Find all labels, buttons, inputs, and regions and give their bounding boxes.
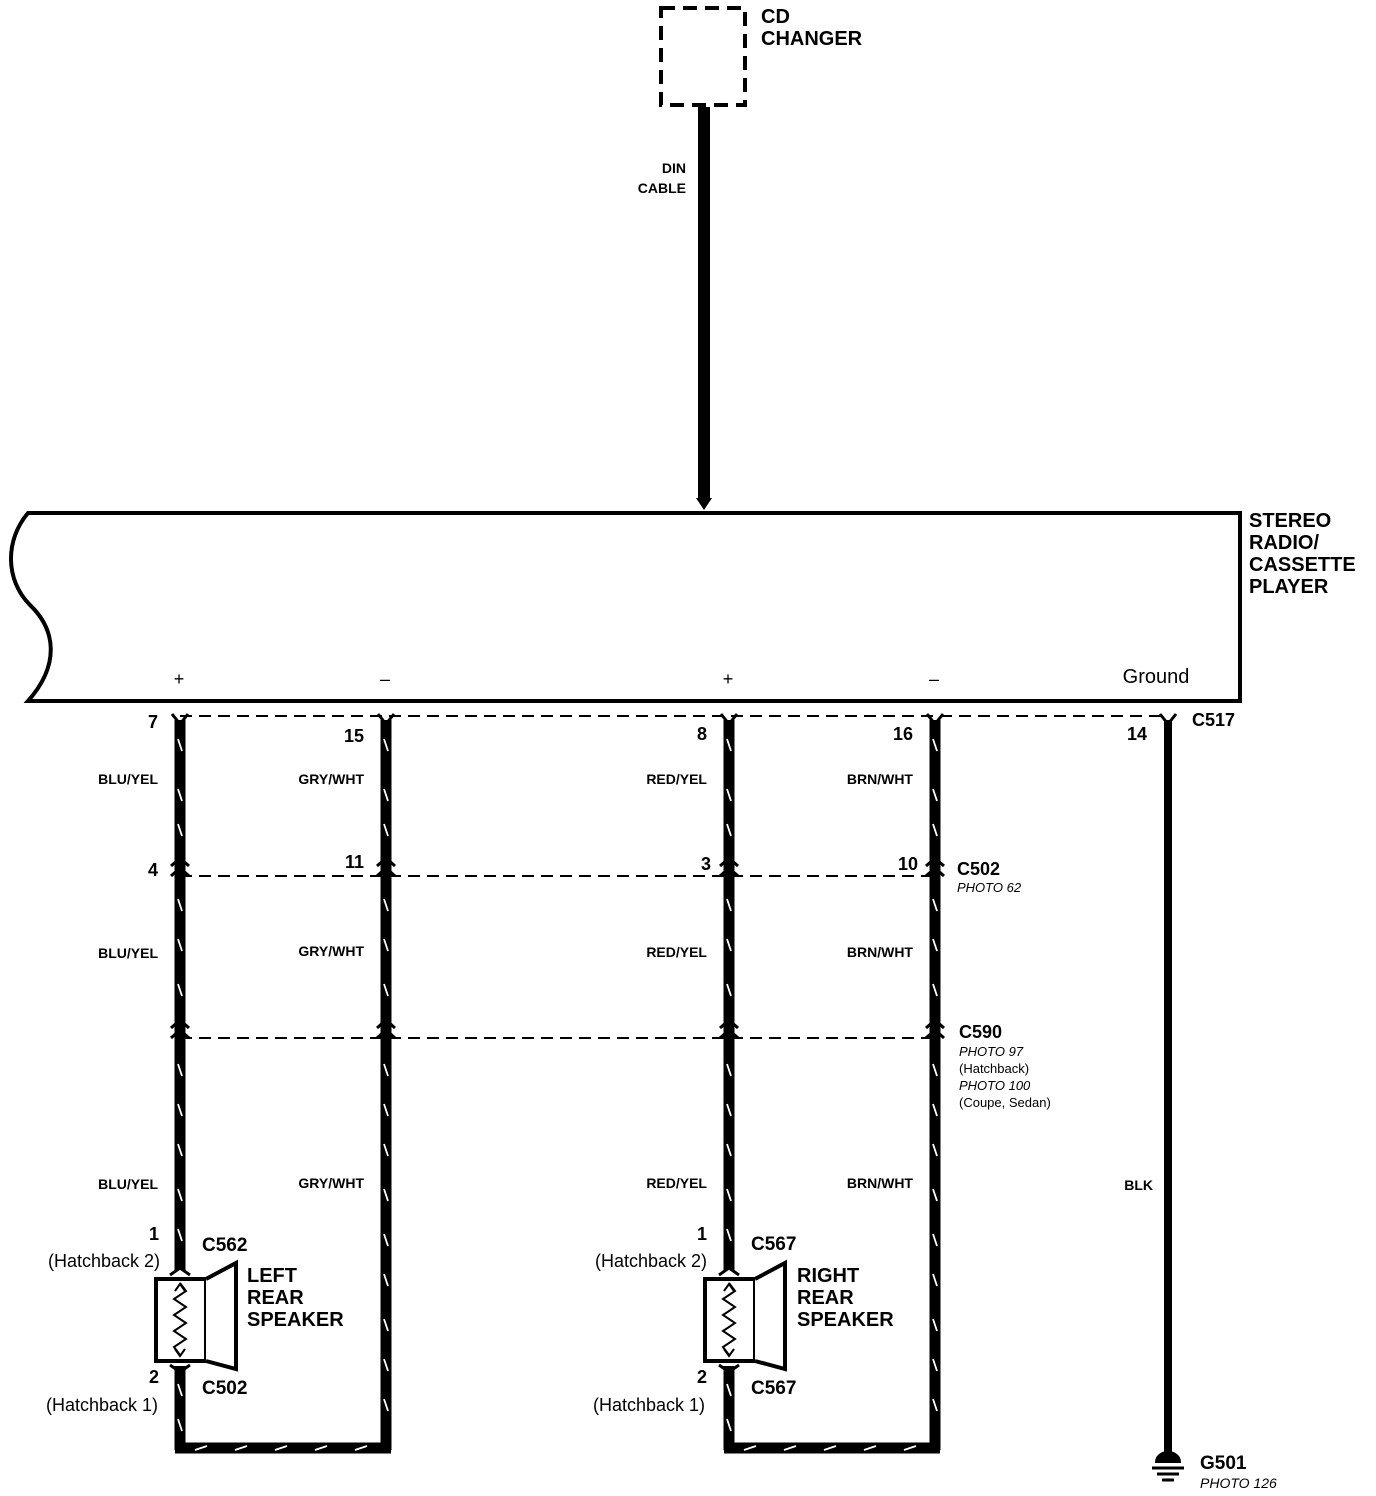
right-rear-speaker: [703, 1259, 787, 1374]
right-speaker-bottom-pin: 2: [697, 1367, 707, 1387]
wire-color-lr-pos-3: BLU/YEL: [98, 1176, 158, 1192]
c517-label: C517: [1192, 710, 1235, 730]
wire-color-rr-neg-3: BRN/WHT: [847, 1175, 914, 1191]
wire-color-lr-neg-2: GRY/WHT: [298, 943, 364, 959]
c517-pin-rr-pos: 8: [697, 724, 707, 744]
rr-minus-terminal: –: [929, 669, 939, 689]
c590-note-2: (Coupe, Sedan): [959, 1095, 1051, 1110]
stereo-label-1: STEREO: [1249, 510, 1331, 532]
right-speaker-top-note: (Hatchback 2): [595, 1251, 707, 1271]
wire-color-lr-pos-1: BLU/YEL: [98, 771, 158, 787]
stereo-radio-box: [9, 511, 1242, 703]
left-speaker-label-3: SPEAKER: [247, 1309, 344, 1331]
g501-photo: PHOTO 126: [1200, 1475, 1277, 1491]
din-cable-arrow: [696, 498, 712, 510]
right-speaker-label-3: SPEAKER: [797, 1309, 894, 1331]
c502-label: C502: [957, 859, 1000, 879]
cd-changer-label-1: CD: [761, 6, 790, 28]
right-speaker-bottom-note: (Hatchback 1): [593, 1395, 705, 1415]
left-rear-speaker: [154, 1259, 238, 1374]
stereo-label-4: PLAYER: [1249, 576, 1329, 598]
left-speaker-top-pin: 1: [149, 1224, 159, 1244]
wire-color-lr-neg-3: GRY/WHT: [298, 1175, 364, 1191]
wire-color-rr-pos-3: RED/YEL: [646, 1175, 707, 1191]
din-cable-label-1: DIN: [662, 160, 686, 176]
c517-pin-lr-pos: 7: [148, 712, 158, 732]
stereo-label-2: RADIO/: [1249, 532, 1319, 554]
wire-color-rr-pos-1: RED/YEL: [646, 771, 707, 787]
left-speaker-top-connector: C562: [202, 1235, 247, 1256]
right-speaker-top-pin: 1: [697, 1224, 707, 1244]
left-speaker-label-1: LEFT: [247, 1265, 297, 1287]
left-speaker-bottom-note: (Hatchback 1): [46, 1395, 158, 1415]
g501-label: G501: [1200, 1453, 1247, 1474]
c502-pin-lr-neg: 11: [345, 852, 364, 872]
rr-plus-terminal: +: [723, 669, 734, 689]
wire-color-rr-neg-2: BRN/WHT: [847, 944, 914, 960]
left-speaker-bottom-connector: C502: [202, 1378, 247, 1399]
c502-photo: PHOTO 62: [957, 880, 1022, 895]
c502-pin-lr-pos: 4: [148, 860, 158, 880]
right-speaker-top-connector: C567: [751, 1234, 796, 1255]
ground-terminal: Ground: [1123, 666, 1190, 688]
stereo-label-3: CASSETTE: [1249, 554, 1356, 576]
wire-color-lr-neg-1: GRY/WHT: [298, 771, 364, 787]
c502-pin-rr-neg: 10: [898, 854, 918, 874]
right-speaker-label-1: RIGHT: [797, 1265, 859, 1287]
c517-pin-rr-neg: 16: [893, 724, 913, 744]
wire-color-lr-pos-2: BLU/YEL: [98, 945, 158, 961]
cd-changer-box: [659, 6, 747, 107]
lr-plus-terminal: +: [174, 669, 185, 689]
c502-pin-rr-pos: 3: [701, 854, 711, 874]
wire-color-ground: BLK: [1124, 1177, 1153, 1193]
right-speaker-label-2: REAR: [797, 1287, 854, 1309]
c517-pin-lr-neg: 15: [344, 726, 364, 746]
left-speaker-bottom-pin: 2: [149, 1367, 159, 1387]
c590-photo-1: PHOTO 97: [959, 1044, 1024, 1059]
connector-markers: [170, 713, 1178, 1040]
left-speaker-label-2: REAR: [247, 1287, 304, 1309]
c590-note-1: (Hatchback): [959, 1061, 1029, 1076]
c590-label: C590: [959, 1022, 1002, 1042]
right-speaker-bottom-connector: C567: [751, 1378, 796, 1399]
c590-photo-2: PHOTO 100: [959, 1078, 1031, 1093]
wire-color-rr-neg-1: BRN/WHT: [847, 771, 914, 787]
wire-color-rr-pos-2: RED/YEL: [646, 944, 707, 960]
din-cable-label-2: CABLE: [638, 180, 686, 196]
ground-icon: [1152, 1451, 1184, 1482]
c517-pin-ground: 14: [1127, 724, 1147, 744]
left-speaker-top-note: (Hatchback 2): [48, 1251, 160, 1271]
lr-minus-terminal: –: [380, 669, 390, 689]
cd-changer-label-2: CHANGER: [761, 28, 863, 50]
return-wire-stripes: [194, 1445, 917, 1451]
